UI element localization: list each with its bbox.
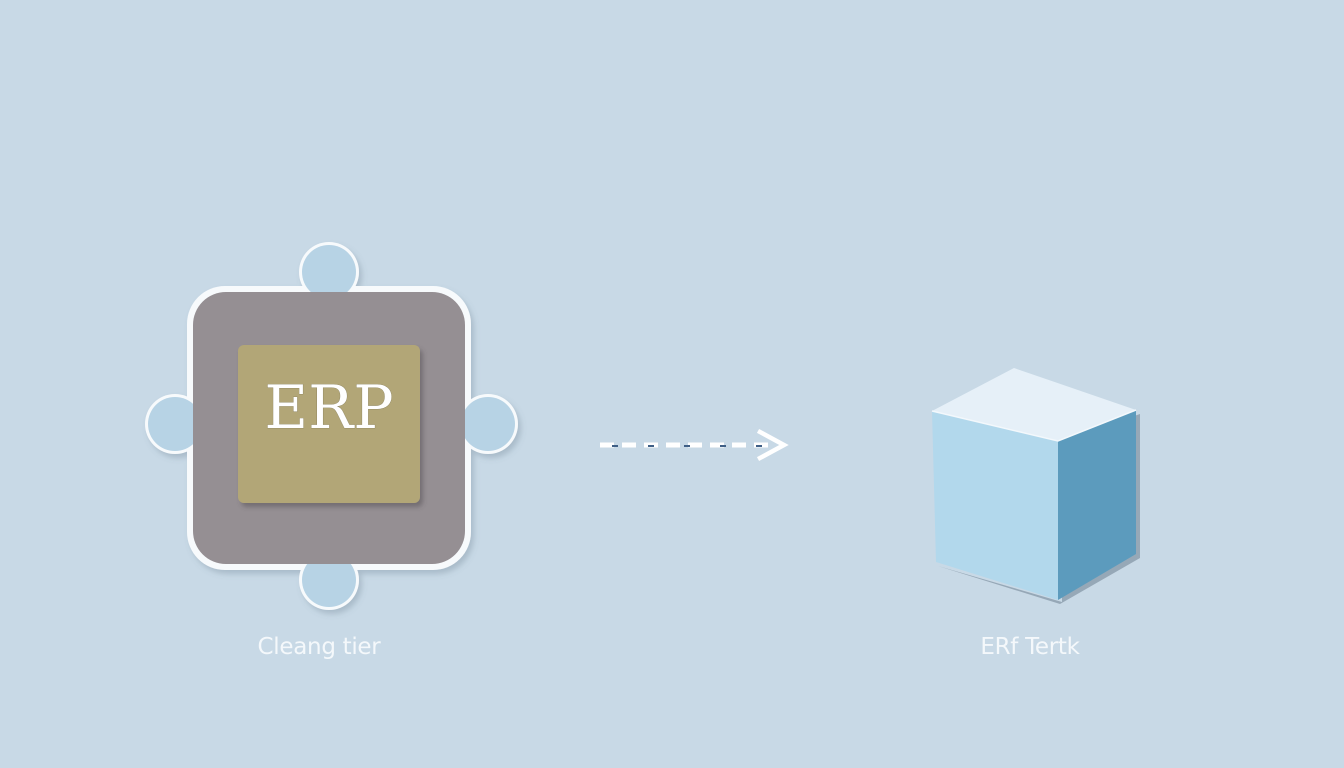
erp-chip-label: ERP xyxy=(264,373,393,443)
cube-icon xyxy=(931,368,1140,604)
target-node xyxy=(931,368,1140,604)
erp-chip xyxy=(238,345,420,503)
source-node: ERP xyxy=(145,242,518,610)
target-caption: ERf Tertk xyxy=(980,634,1080,660)
connector-arrow xyxy=(600,428,789,462)
arrow-right-icon xyxy=(756,428,789,462)
source-caption: Cleang tier xyxy=(257,634,381,660)
